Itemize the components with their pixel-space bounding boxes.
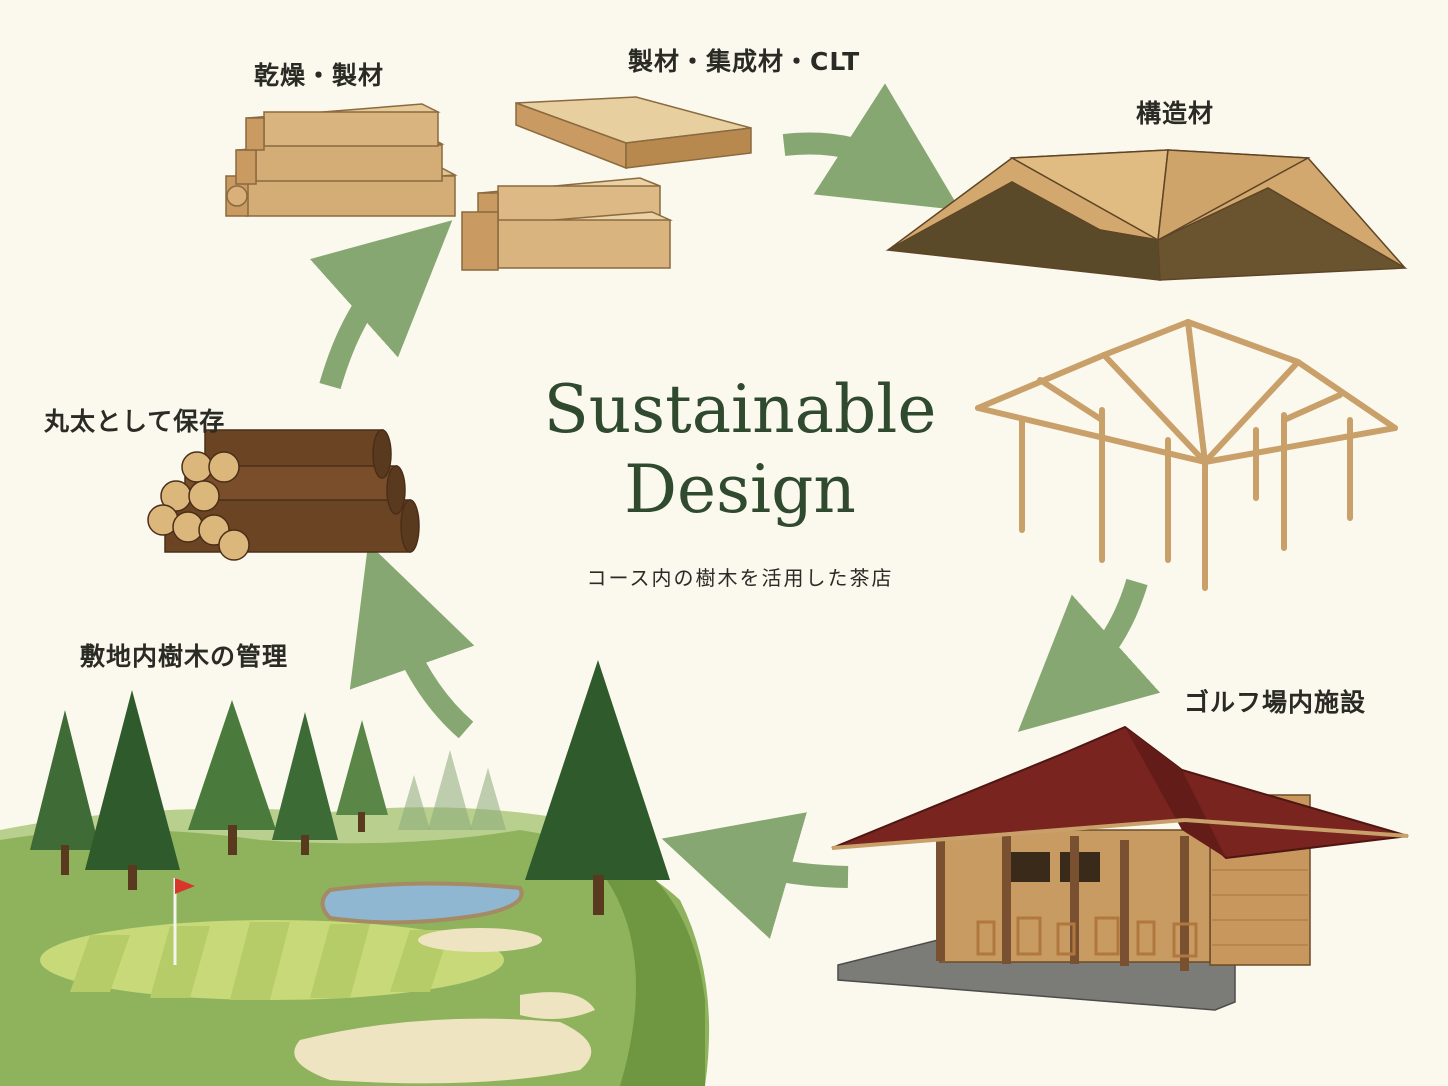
tree-icon bbox=[85, 690, 180, 890]
posts bbox=[936, 826, 1189, 971]
arrow-lumber-to-structure bbox=[782, 83, 961, 211]
golf-course-scene bbox=[0, 660, 710, 1086]
dried-lumber-stack-icon bbox=[225, 103, 458, 217]
page-title: Sustainable Design bbox=[480, 370, 1000, 530]
label-drying-sawing: 乾燥・製材 bbox=[254, 61, 385, 90]
cycle-arrows bbox=[309, 83, 1161, 939]
bunker-right bbox=[520, 992, 595, 1019]
bunker-lower bbox=[294, 1018, 592, 1084]
window bbox=[1060, 852, 1100, 882]
label-lumber-glulam-clt: 製材・集成材・CLT bbox=[628, 47, 861, 76]
title-line-1: Sustainable bbox=[543, 371, 937, 448]
tree-icon bbox=[272, 712, 338, 855]
glulam-beams-icon bbox=[461, 177, 673, 271]
arrow-facility-to-site bbox=[661, 812, 849, 939]
label-log-storage: 丸太として保存 bbox=[44, 407, 226, 436]
tree-icon bbox=[428, 750, 472, 830]
tree-icon bbox=[336, 720, 388, 832]
cafe-chairs bbox=[976, 916, 1198, 958]
pond bbox=[320, 881, 524, 925]
tree-icon bbox=[30, 710, 100, 875]
rough-edge bbox=[600, 840, 705, 1086]
clt-panel-icon bbox=[515, 96, 752, 170]
bunker-upper bbox=[418, 928, 542, 952]
label-structural-material: 構造材 bbox=[1136, 99, 1215, 128]
tree-icon bbox=[470, 768, 506, 830]
tea-house-icon bbox=[831, 725, 1409, 1011]
arrow-logs-to-drying bbox=[309, 220, 453, 390]
label-site-tree-management: 敷地内樹木の管理 bbox=[80, 642, 289, 671]
roof-front bbox=[1125, 727, 1226, 858]
label-golf-facility: ゴルフ場内施設 bbox=[1184, 688, 1367, 717]
arrow-structure-to-facility bbox=[1017, 578, 1161, 732]
subtitle: コース内の樹木を活用した茶店 bbox=[586, 566, 894, 590]
roof-structure-panel-icon bbox=[885, 149, 1408, 281]
window bbox=[1010, 852, 1050, 882]
tree-icon bbox=[398, 775, 430, 830]
title-line-2: Design bbox=[624, 451, 856, 528]
tree-icon bbox=[525, 660, 670, 915]
log-pile-icon bbox=[147, 429, 420, 561]
tree-icon bbox=[188, 700, 276, 855]
arrow-site-to-logs bbox=[349, 543, 475, 739]
tree-group bbox=[30, 660, 670, 915]
flag-icon bbox=[175, 878, 195, 894]
timber-frame-icon bbox=[975, 319, 1398, 591]
